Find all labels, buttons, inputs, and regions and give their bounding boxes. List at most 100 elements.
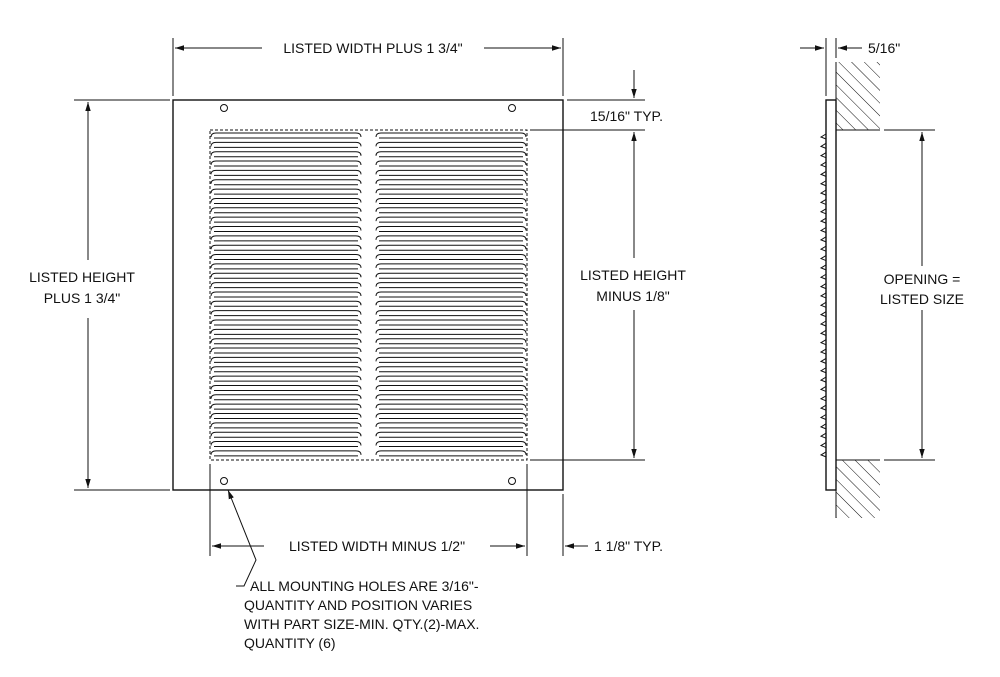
side-louver-tooth bbox=[819, 208, 827, 215]
side-louver-tooth bbox=[819, 245, 827, 252]
louver-blade bbox=[210, 403, 362, 410]
louver-blade bbox=[375, 263, 527, 270]
louver-height-label-line1: LISTED HEIGHT bbox=[580, 267, 686, 283]
overall-width-dimension: LISTED WIDTH PLUS 1 3/4" bbox=[172, 38, 564, 96]
louver-blade bbox=[375, 394, 527, 401]
frame-depth-label: 5/16" bbox=[868, 40, 900, 56]
louver-blade bbox=[375, 310, 527, 317]
louver-blade bbox=[375, 254, 527, 261]
louver-blade bbox=[375, 141, 527, 148]
louver-blade bbox=[210, 319, 362, 326]
side-view: 5/16" OPENING = LISTED SIZE bbox=[800, 38, 964, 518]
louver-blade bbox=[210, 328, 362, 335]
louver-blade bbox=[210, 160, 362, 167]
side-louver-tooth bbox=[819, 227, 827, 233]
side-louver-tooth bbox=[819, 292, 827, 299]
side-louver-tooth bbox=[819, 320, 827, 327]
overall-height-label-line1: LISTED HEIGHT bbox=[29, 269, 135, 285]
side-louver-tooth bbox=[819, 161, 827, 168]
wall-section-top bbox=[836, 62, 880, 130]
louver-blade bbox=[210, 356, 362, 363]
louver-blade bbox=[375, 235, 527, 242]
louver-blade bbox=[375, 403, 527, 410]
louver-blade bbox=[375, 188, 527, 195]
side-louver-tooth bbox=[819, 348, 827, 355]
side-louver-tooth bbox=[819, 404, 827, 411]
louver-blade bbox=[210, 366, 362, 373]
louver-blade bbox=[375, 169, 527, 176]
overall-height-label-line2: PLUS 1 3/4" bbox=[44, 290, 121, 306]
louver-blade bbox=[210, 394, 362, 401]
side-louver-tooth bbox=[819, 376, 827, 383]
side-louver-tooth bbox=[819, 357, 827, 364]
grille-flange-profile bbox=[825, 99, 837, 491]
louver-blade bbox=[210, 413, 362, 419]
side-louver-tooth bbox=[819, 170, 827, 177]
louver-blade bbox=[375, 207, 527, 214]
side-louver-tooth bbox=[819, 301, 827, 308]
louver-blade bbox=[375, 366, 527, 373]
louver-blade bbox=[210, 441, 362, 448]
louver-blade bbox=[210, 197, 362, 204]
louver-blade bbox=[375, 272, 527, 279]
mounting-hole bbox=[508, 104, 516, 112]
louver-blade bbox=[210, 347, 362, 354]
side-louver-tooth bbox=[819, 199, 827, 205]
louver-blade bbox=[375, 375, 527, 382]
note-line-2: QUANTITY AND POSITION VARIES bbox=[244, 597, 472, 613]
louver-bank-right bbox=[375, 132, 527, 457]
louver-blade bbox=[375, 226, 527, 232]
louver-blade bbox=[375, 319, 527, 326]
louver-blade bbox=[375, 356, 527, 363]
louver-blade bbox=[210, 169, 362, 176]
louver-blade bbox=[375, 282, 527, 289]
louver-blade bbox=[210, 450, 362, 457]
louver-blade bbox=[375, 197, 527, 204]
louver-blade bbox=[210, 132, 362, 139]
louver-width-dimension: LISTED WIDTH MINUS 1/2" bbox=[209, 464, 528, 556]
side-louver-tooth bbox=[819, 451, 827, 458]
louver-blade bbox=[210, 141, 362, 148]
louver-blade bbox=[375, 431, 527, 438]
louver-blade bbox=[210, 216, 362, 223]
mounting-hole bbox=[220, 104, 228, 112]
louver-blade bbox=[210, 188, 362, 195]
louver-blade bbox=[375, 441, 527, 448]
top-margin-label: 15/16" TYP. bbox=[590, 108, 663, 124]
side-louver-tooth bbox=[819, 152, 827, 159]
top-margin-dimension: 15/16" TYP. bbox=[530, 70, 663, 131]
louver-blade bbox=[210, 151, 362, 158]
side-louver-tooth bbox=[819, 133, 827, 140]
louver-blade bbox=[375, 422, 527, 429]
louver-bank-left bbox=[210, 132, 362, 457]
side-louver-tooth bbox=[819, 255, 827, 262]
note-line-1: ALL MOUNTING HOLES ARE 3/16"- bbox=[250, 578, 479, 594]
side-louver-tooth bbox=[819, 311, 827, 318]
louver-blade bbox=[210, 375, 362, 382]
louver-blade bbox=[210, 207, 362, 214]
louver-blade bbox=[210, 431, 362, 438]
side-louver-tooth bbox=[819, 180, 827, 187]
front-view bbox=[172, 99, 564, 491]
louver-blade bbox=[210, 254, 362, 261]
louver-blade bbox=[210, 272, 362, 279]
louver-blade bbox=[210, 226, 362, 232]
louver-height-dimension: LISTED HEIGHT MINUS 1/8" bbox=[530, 132, 686, 461]
louver-blade bbox=[210, 179, 362, 186]
louver-blade bbox=[375, 338, 527, 345]
louver-width-label: LISTED WIDTH MINUS 1/2" bbox=[289, 538, 465, 554]
louver-blade bbox=[375, 151, 527, 158]
wall-section-bottom bbox=[836, 460, 880, 518]
overall-width-label: LISTED WIDTH PLUS 1 3/4" bbox=[283, 40, 462, 56]
side-louver-tooth bbox=[819, 217, 827, 224]
side-louver-tooth bbox=[819, 414, 827, 420]
louver-blade bbox=[375, 179, 527, 186]
mounting-hole bbox=[508, 477, 516, 485]
side-margin-dimension: 1 1/8" TYP. bbox=[562, 494, 663, 556]
side-margin-label: 1 1/8" TYP. bbox=[594, 538, 663, 554]
louver-blade bbox=[210, 291, 362, 298]
louver-blade bbox=[375, 291, 527, 298]
side-louver-tooth bbox=[819, 329, 827, 336]
